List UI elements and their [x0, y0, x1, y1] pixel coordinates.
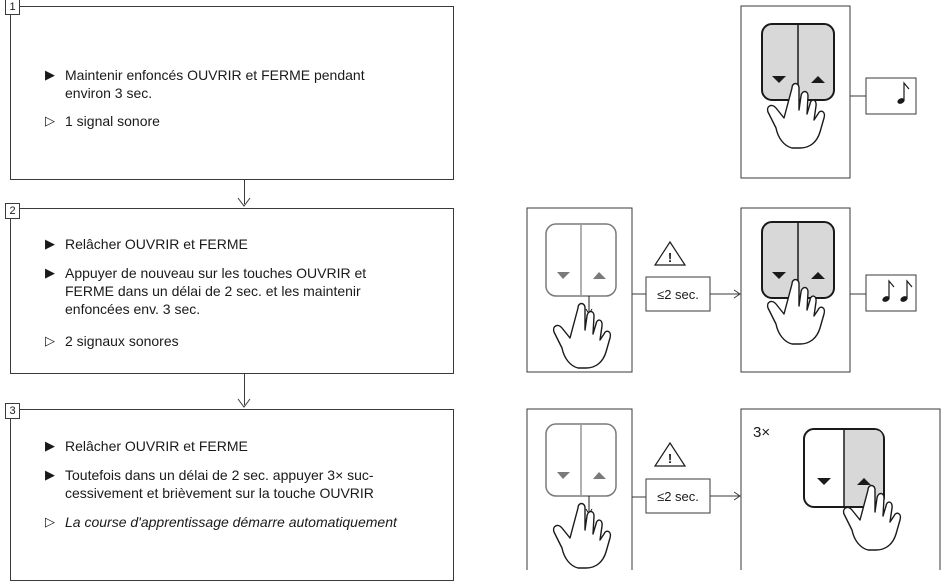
action-bullet-icon: ▶	[45, 67, 55, 82]
step-3-item-3: ▷ La course d'apprentissage démarre auto…	[45, 513, 397, 531]
step-text: Relâcher OUVRIR et FERME	[65, 438, 248, 454]
step-3-item-2: ▶ Toutefois dans un délai de 2 sec. appu…	[45, 466, 374, 502]
switch-icon	[545, 223, 617, 297]
step-2-item-3: ▷ 2 signaux sonores	[45, 332, 179, 350]
result-bullet-icon: ▷	[45, 514, 55, 529]
warning-symbol: !	[668, 451, 672, 466]
step-1-item-1: ▶ Maintenir enfoncés OUVRIR et FERME pen…	[45, 66, 365, 102]
step-3-box	[10, 409, 454, 581]
time-limit-label: ≤2 sec.	[657, 489, 699, 504]
step-text: La course d'apprentissage démarre automa…	[65, 514, 397, 530]
warning-symbol: !	[668, 250, 672, 265]
flow-connector-2	[244, 373, 245, 405]
step-text: Maintenir enfoncés OUVRIR et FERME penda…	[65, 67, 365, 101]
flow-connector-1	[244, 179, 245, 204]
step-1-number: 1	[5, 0, 20, 15]
action-bullet-icon: ▶	[45, 265, 55, 280]
step-1-box	[10, 6, 454, 180]
step-1-item-2: ▷ 1 signal sonore	[45, 112, 160, 130]
result-bullet-icon: ▷	[45, 333, 55, 348]
step-2-item-1: ▶ Relâcher OUVRIR et FERME	[45, 235, 248, 253]
warning-icon	[653, 441, 687, 467]
result-bullet-icon: ▷	[45, 113, 55, 128]
switch-icon	[803, 428, 885, 508]
step-2-illustration: ! ≤2 sec.	[526, 207, 917, 373]
time-limit-label: ≤2 sec.	[657, 287, 699, 302]
step-3-item-1: ▶ Relâcher OUVRIR et FERME	[45, 437, 248, 455]
step-2-number: 2	[5, 203, 20, 219]
step-1-illustration	[740, 5, 917, 179]
step-text: 1 signal sonore	[65, 113, 160, 129]
switch-icon	[545, 423, 617, 497]
step-3-illustration: ! ≤2 sec. 3×	[526, 408, 941, 570]
action-bullet-icon: ▶	[45, 438, 55, 453]
action-bullet-icon: ▶	[45, 236, 55, 251]
step-text: Relâcher OUVRIR et FERME	[65, 236, 248, 252]
step-text: Toutefois dans un délai de 2 sec. appuye…	[65, 467, 374, 501]
step-text: Appuyer de nouveau sur les touches OUVRI…	[65, 265, 367, 317]
step-2-box	[10, 208, 454, 374]
step-text: 2 signaux sonores	[65, 333, 179, 349]
repeat-label: 3×	[753, 424, 770, 441]
action-bullet-icon: ▶	[45, 467, 55, 482]
step-3-number: 3	[5, 403, 20, 419]
warning-icon	[653, 240, 687, 266]
step-2-item-2: ▶ Appuyer de nouveau sur les touches OUV…	[45, 264, 366, 318]
